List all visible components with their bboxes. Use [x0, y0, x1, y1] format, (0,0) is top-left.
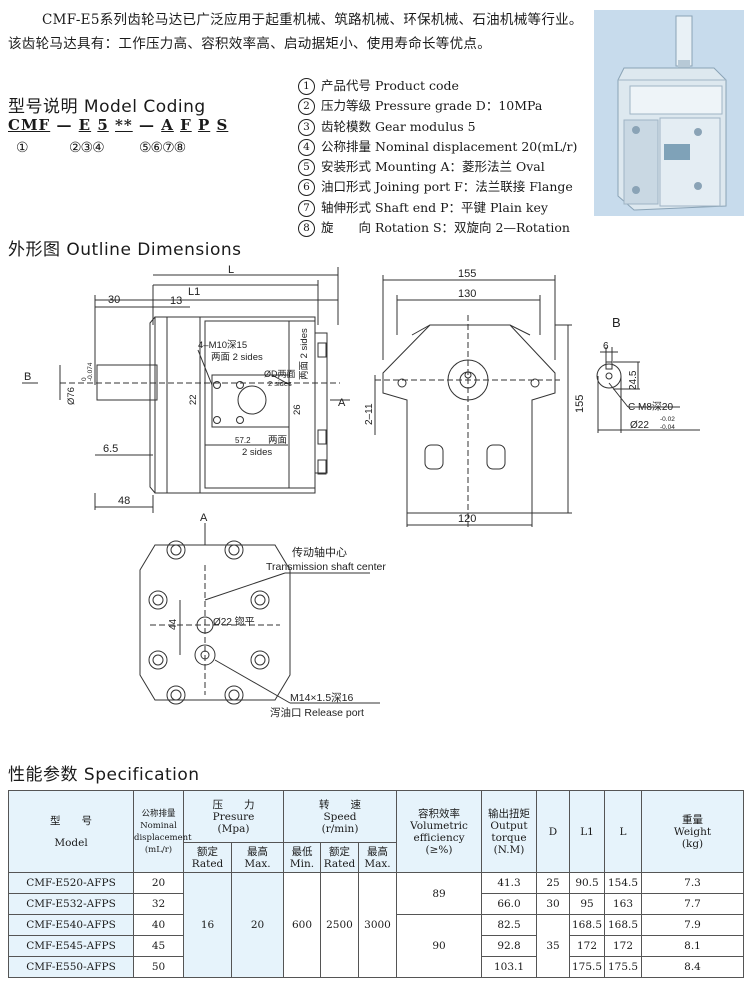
- dim-d22s: Ø22 锪平: [213, 615, 255, 628]
- code-disp: **: [115, 116, 133, 134]
- outline-drawings: L L1 30 13 B Ø76 0 -0.074 4–M10深15 两面 2 …: [22, 264, 700, 719]
- dim-6-5: 6.5: [103, 443, 118, 455]
- dim-57: 57.2: [235, 436, 251, 445]
- b-view: [596, 347, 700, 433]
- tsc-cn: 传动轴中心: [292, 545, 347, 559]
- code-f: F: [180, 116, 192, 134]
- dim-57b: 两面: [268, 435, 287, 446]
- dim-shaft-tol-up: 0: [81, 377, 88, 381]
- code-dash-1: —: [56, 116, 73, 134]
- code-num-2-4: ②③④: [69, 140, 105, 156]
- spec-heading: 性能参数 Specification: [8, 765, 200, 785]
- a-view: [139, 523, 380, 705]
- dim-m14: M14×1.5深16: [290, 692, 353, 704]
- dim-L1: L1: [188, 286, 200, 298]
- dim-155v: 155: [574, 395, 586, 413]
- dim-b245: 24.5: [628, 370, 639, 390]
- th-L1: L1: [569, 790, 606, 873]
- code-5: 5: [97, 116, 109, 134]
- model-coding-heading: 型号说明 Model Coding: [8, 97, 206, 117]
- product-photo: [594, 10, 744, 216]
- code-a: A: [161, 116, 174, 134]
- dim-130: 130: [458, 288, 476, 300]
- th-D: D: [536, 790, 571, 873]
- dim-22: 22: [188, 394, 199, 405]
- tsc-en: Transmission shaft center: [266, 561, 386, 573]
- dim-b6: 6: [603, 341, 609, 352]
- code-num-1: ①: [16, 140, 29, 156]
- b-label: B: [612, 315, 621, 330]
- dim-155: 155: [458, 268, 476, 280]
- dim-od2: 2 sides: [268, 379, 292, 388]
- th-L: L: [604, 790, 643, 873]
- table-row: CMF-E520-AFPS 20 16 20 600 2500 3000 89 …: [8, 872, 745, 978]
- dim-120: 120: [458, 513, 476, 525]
- dim-30: 30: [108, 294, 120, 306]
- dim-side2: 两面 2 sides: [299, 328, 310, 380]
- side-view: [22, 267, 350, 513]
- dim-A: A: [338, 397, 346, 409]
- release-port: 泻油口 Release port: [270, 706, 364, 719]
- dim-m10: 4–M10深15: [198, 340, 247, 351]
- dim-od: ØD两面: [264, 369, 296, 379]
- dim-44: 44: [168, 618, 179, 630]
- code-cmf: CMF: [8, 116, 51, 134]
- dim-L: L: [228, 264, 234, 276]
- code-dash-2: —: [138, 116, 155, 134]
- table-row: CMF-E550-AFPS 50 103.1 175.5 175.5 8.4: [8, 956, 745, 978]
- dim-2-11: 2–11: [364, 403, 375, 425]
- dim-bm8: C M8深20: [628, 401, 673, 413]
- code-e: E: [78, 116, 92, 134]
- dim-m10b: 两面 2 sides: [211, 352, 263, 363]
- dim-48: 48: [118, 495, 130, 507]
- dim-57c: 2 sides: [242, 447, 272, 458]
- dim-shaft: Ø76: [66, 387, 77, 405]
- outline-heading: 外形图 Outline Dimensions: [8, 240, 242, 260]
- front-view: [374, 275, 572, 527]
- table-row: CMF-E532-AFPS 32 66.0 30 95 163 7.7: [8, 893, 745, 915]
- dim-shaft-tol-lo: -0.074: [87, 362, 94, 381]
- code-num-5-8: ⑤⑥⑦⑧: [139, 140, 186, 156]
- dim-b22u: -0.02: [660, 416, 675, 423]
- dim-26: 26: [292, 404, 303, 415]
- dim-b22l: -0.04: [660, 424, 675, 431]
- gear-motor-image: [594, 10, 744, 216]
- code-s: S: [216, 116, 229, 134]
- intro-paragraph: CMF-E5系列齿轮马达已广泛应用于起重机械、筑路机械、环保机械、石油机械等行业…: [8, 12, 583, 52]
- dim-b22: Ø22: [630, 420, 649, 431]
- code-p: P: [197, 116, 211, 134]
- model-code: CMF — E 5 ** — A F P S: [8, 116, 228, 134]
- dim-B: B: [24, 371, 31, 383]
- a-label: A: [200, 512, 208, 524]
- table-row: CMF-E545-AFPS 45 92.8 172 172 8.1: [8, 935, 745, 957]
- dim-13: 13: [170, 295, 182, 307]
- table-row: CMF-E540-AFPS 40 90 82.5 35 168.5 168.5 …: [8, 914, 745, 978]
